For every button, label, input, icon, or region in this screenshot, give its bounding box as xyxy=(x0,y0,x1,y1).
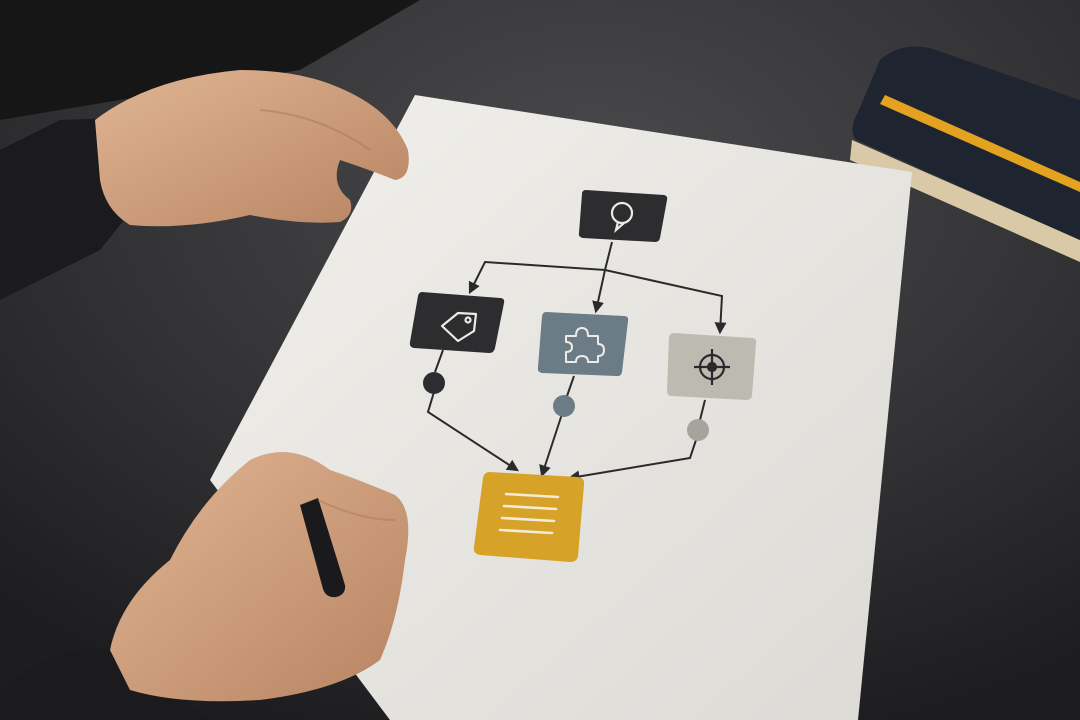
right-dot xyxy=(687,419,709,441)
document-lines-icon xyxy=(498,492,560,535)
connector-top-to-left xyxy=(468,241,613,295)
puzzle-piece-icon xyxy=(565,327,605,363)
right-hand-skin xyxy=(110,452,409,702)
left-hand-skin xyxy=(95,70,409,227)
notebook-cover xyxy=(852,46,1080,240)
left-dot xyxy=(423,372,445,394)
connector-middle-to-bottom xyxy=(542,375,575,475)
price-tag-icon xyxy=(440,311,478,343)
dark-background xyxy=(0,0,420,120)
connector-top-to-middle xyxy=(592,269,606,314)
left-hand xyxy=(0,70,409,300)
notebook xyxy=(850,46,1080,262)
notebook-page-edge xyxy=(850,140,1080,262)
connector-right-to-bottom xyxy=(570,399,706,478)
middle-dot xyxy=(553,395,575,417)
connector-lines xyxy=(426,241,727,478)
connector-left-to-bottom xyxy=(426,349,517,470)
connector-top-to-right xyxy=(604,269,727,335)
notebook-elastic-band xyxy=(880,95,1080,192)
target-crosshair-icon xyxy=(694,349,730,385)
chat-bubble-icon xyxy=(610,201,634,234)
flow-diagram xyxy=(409,190,757,562)
node-top xyxy=(578,190,668,242)
node-bottom xyxy=(473,472,585,562)
node-middle xyxy=(537,312,629,377)
right-sleeve xyxy=(0,648,210,720)
node-left xyxy=(409,292,505,353)
node-right xyxy=(667,333,757,400)
right-hand xyxy=(0,452,409,720)
pen xyxy=(300,498,346,598)
